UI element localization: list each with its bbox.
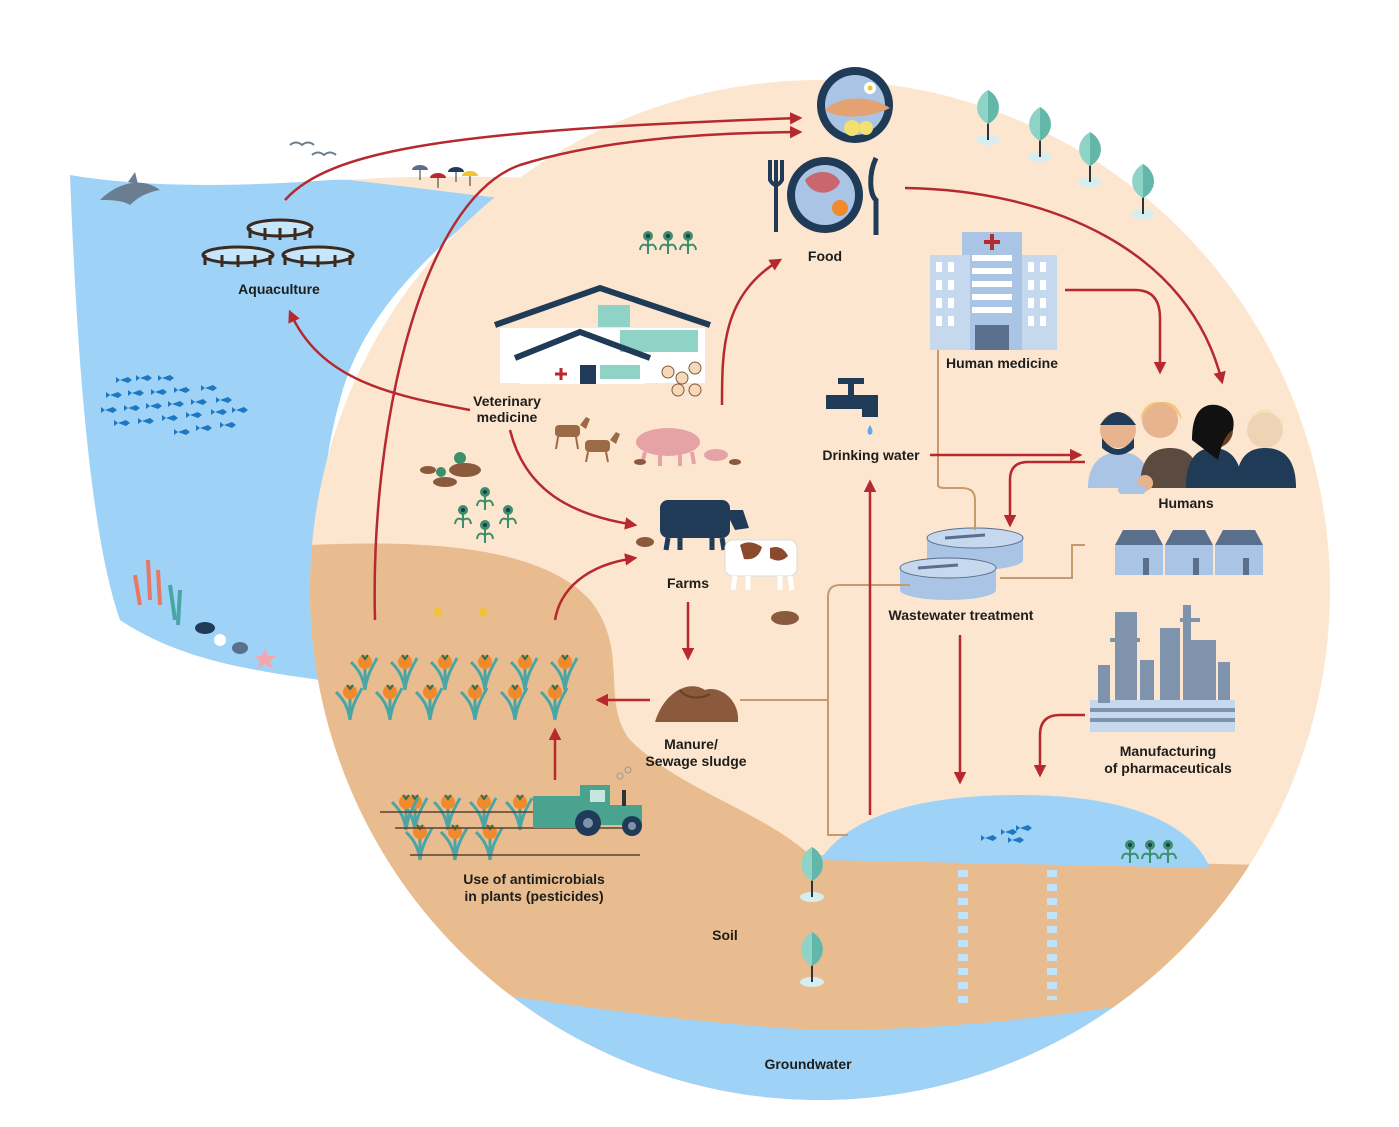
- label-pesticides-1: Use of antimicrobials: [454, 871, 614, 888]
- label-human-medicine: Human medicine: [932, 355, 1072, 372]
- label-soil: Soil: [700, 927, 750, 944]
- label-manure-2: Sewage sludge: [636, 753, 756, 770]
- label-veterinary-medicine-1: Veterinary: [457, 393, 557, 410]
- label-humans: Humans: [1146, 495, 1226, 512]
- fish-plate-icon: [817, 67, 893, 143]
- label-manufacturing-2: of pharmaceuticals: [1098, 760, 1238, 777]
- label-farms: Farms: [658, 575, 718, 592]
- label-manufacturing-1: Manufacturing: [1098, 743, 1238, 760]
- label-groundwater: Groundwater: [748, 1056, 868, 1073]
- label-aquaculture: Aquaculture: [229, 281, 329, 298]
- label-wastewater-treatment: Wastewater treatment: [886, 607, 1036, 624]
- label-pesticides-2: in plants (pesticides): [454, 888, 614, 905]
- houses-icon: [1115, 530, 1263, 575]
- label-veterinary-medicine-2: medicine: [457, 409, 557, 426]
- label-manure-1: Manure/: [641, 736, 741, 753]
- label-drinking-water: Drinking water: [811, 447, 931, 464]
- label-food: Food: [795, 248, 855, 265]
- birds-icon: [290, 143, 336, 156]
